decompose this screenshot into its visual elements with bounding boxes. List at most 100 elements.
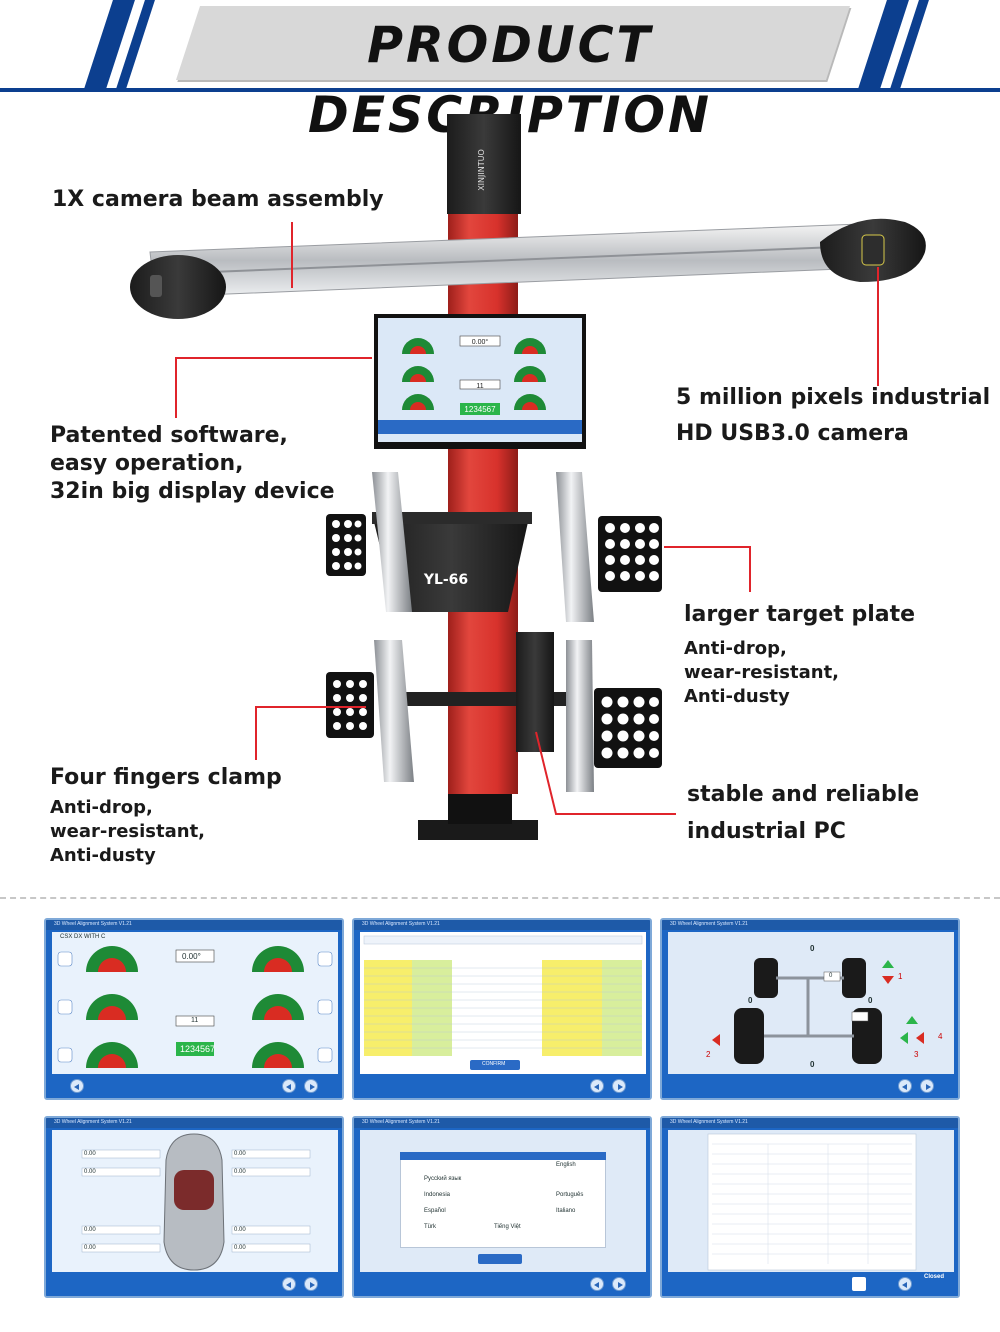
previous-button[interactable] — [282, 1079, 296, 1093]
feature-software-line3: 32in big display device — [50, 479, 335, 504]
front-right-value: 0.00 — [234, 1151, 246, 1157]
section-divider — [0, 897, 1000, 899]
center-value: 0.00° — [182, 952, 201, 961]
next-button[interactable] — [304, 1277, 318, 1291]
right-camera-lens — [861, 234, 885, 266]
front-right-value-2: 0.00 — [234, 1169, 246, 1175]
next-button[interactable] — [304, 1079, 318, 1093]
next-button[interactable] — [920, 1079, 934, 1093]
toe-label-left: 0 — [748, 996, 753, 1005]
callout-lines — [175, 222, 879, 815]
monitor-digital: 1234567 — [464, 405, 496, 414]
toe-label-right: 0 — [868, 996, 873, 1005]
language-option[interactable]: Türk — [424, 1224, 436, 1230]
ok-button[interactable] — [478, 1254, 522, 1264]
feature-target-detail1: Anti-drop, — [684, 638, 787, 659]
screen-title-bar: 3D Wheel Alignment System V1.21 — [662, 920, 958, 930]
screen-title-bar: 3D Wheel Alignment System V1.21 — [46, 1118, 342, 1128]
feature-camera-line1: 5 million pixels industrial — [676, 385, 991, 410]
value-fields — [81, 1149, 311, 1253]
feature-clamp-title: Four fingers clamp — [50, 765, 282, 790]
feature-clamp-detail1: Anti-drop, — [50, 797, 153, 818]
gauge-dials — [86, 946, 304, 1068]
toe-label-bottom: 0 — [810, 1060, 815, 1069]
wheel-index-3: 3 — [914, 1050, 919, 1059]
feature-clamp-detail2: wear-resistant, — [50, 821, 206, 842]
lower-left-target-plate — [326, 672, 374, 738]
column-base — [418, 820, 538, 840]
screenshot-data-table: 3D Wheel Alignment System V1.21 CONFIRM — [352, 918, 652, 1100]
screen-footer — [662, 1074, 958, 1098]
column-top-cap — [447, 114, 521, 214]
left-camera-housing — [130, 255, 226, 319]
language-panel-header — [400, 1152, 606, 1160]
feature-pc-line2: industrial PC — [687, 819, 846, 844]
language-option[interactable]: English — [556, 1162, 576, 1168]
screen-footer — [46, 1272, 342, 1296]
screen-title-bar: 3D Wheel Alignment System V1.21 — [354, 920, 650, 930]
screenshot-report: 3D Wheel Alignment System V1.21 Closed — [660, 1116, 960, 1298]
header-underline — [0, 88, 1000, 92]
language-option[interactable]: Tiếng Việt — [494, 1224, 521, 1230]
vehicle-name: CSX DX WITH C — [60, 934, 106, 940]
previous-button[interactable] — [898, 1277, 912, 1291]
table-screen-body: CONFIRM — [360, 932, 646, 1075]
rear-left-value: 0.00 — [84, 1227, 96, 1233]
red-arrows — [712, 976, 924, 1046]
screenshot-car-view: 3D Wheel Alignment System V1.21 0.00 0.0… — [44, 1116, 344, 1298]
beam-groove — [159, 245, 863, 275]
upper-carriage-top — [372, 512, 532, 524]
aligner-illustration: XINJINTUO 0.00° 11 1234567 YL-66 — [130, 114, 926, 840]
language-option[interactable]: Indonesia — [424, 1192, 451, 1198]
feature-pc-line1: stable and reliable — [687, 782, 920, 807]
next-button[interactable] — [612, 1277, 626, 1291]
monitor-count-box — [459, 379, 501, 390]
wheel-index-1: 1 — [898, 972, 903, 981]
screen-footer — [46, 1074, 342, 1098]
report-grid — [712, 1143, 912, 1264]
wheel-layout — [712, 958, 924, 1064]
language-option[interactable]: Português — [556, 1192, 584, 1198]
header-banner: PRODUCT DESCRIPTION — [0, 0, 1000, 144]
monitor-footer — [378, 420, 582, 434]
count-box — [175, 1015, 215, 1027]
print-button[interactable] — [852, 1277, 866, 1291]
closed-button[interactable]: Closed — [924, 1274, 945, 1280]
language-option[interactable]: Español — [424, 1208, 446, 1214]
previous-button[interactable] — [282, 1277, 296, 1291]
screen-title-bar: 3D Wheel Alignment System V1.21 — [46, 920, 342, 930]
lower-left-clamp — [374, 640, 414, 782]
next-button[interactable] — [612, 1079, 626, 1093]
back-button[interactable] — [70, 1079, 84, 1093]
toe-label-top: 0 — [810, 944, 815, 953]
monitor-count: 11 — [476, 383, 483, 390]
upper-right-clamp — [556, 472, 594, 622]
gauge-screen-body: CSX DX WITH C 0.00° 11 1234567 — [52, 932, 338, 1075]
previous-button[interactable] — [898, 1079, 912, 1093]
previous-button[interactable] — [590, 1079, 604, 1093]
page-title: PRODUCT DESCRIPTION — [308, 16, 709, 144]
screenshot-language: 3D Wheel Alignment System V1.21 Pycckий … — [352, 1116, 652, 1298]
tires — [734, 958, 882, 1064]
digital-value: 1234567 — [180, 1044, 216, 1054]
upper-carriage — [374, 522, 528, 612]
previous-button[interactable] — [590, 1277, 604, 1291]
confirm-button-bg — [470, 1060, 520, 1070]
language-screen-body: Pycckий язык Indonesia Español Türk Engl… — [360, 1130, 646, 1273]
screen-footer — [354, 1074, 650, 1098]
monitor-gauges — [402, 338, 546, 410]
report-screen-body — [668, 1130, 954, 1273]
confirm-button[interactable]: CONFIRM — [482, 1061, 506, 1067]
feature-camera-beam: 1X camera beam assembly — [52, 187, 384, 212]
monitor-center-box — [459, 335, 501, 347]
count-value: 11 — [191, 1017, 199, 1024]
language-option[interactable]: Italiano — [556, 1208, 576, 1214]
rear-left-value-2: 0.00 — [84, 1245, 96, 1251]
industrial-pc — [516, 632, 554, 752]
wheel-index-2: 2 — [706, 1050, 711, 1059]
feature-software-line2: easy operation, — [50, 451, 244, 476]
table-grid — [364, 967, 642, 1049]
screen-title-bar: 3D Wheel Alignment System V1.21 — [662, 1118, 958, 1128]
upper-left-clamp — [372, 472, 412, 612]
language-option[interactable]: Pycckий язык — [424, 1176, 462, 1182]
